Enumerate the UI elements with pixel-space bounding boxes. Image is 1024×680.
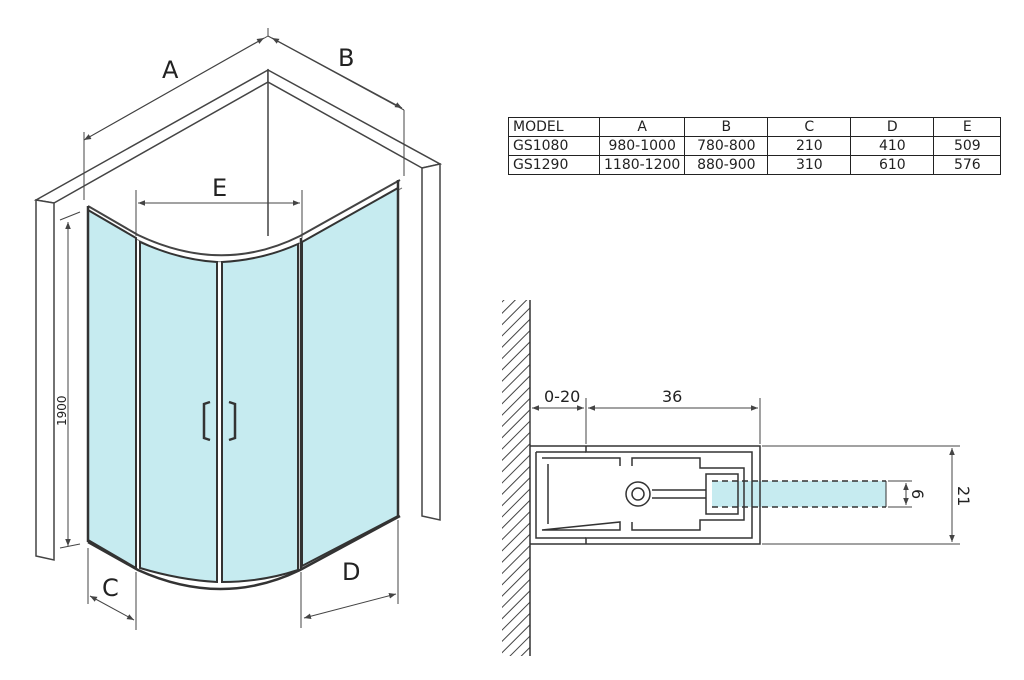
table-cell: 210 (767, 136, 852, 156)
dim-width-label: 36 (662, 387, 682, 406)
dim-label-e: E (212, 174, 227, 202)
door-panel-left (139, 240, 218, 584)
spec-table: MODEL A B C D E GS1080 980-1000 780-800 … (508, 117, 1002, 175)
table-cell: 310 (767, 155, 852, 175)
top-rail (87, 179, 401, 257)
handle-right (228, 400, 237, 442)
dim-height-label: 21 (954, 486, 973, 506)
door-panel-right (221, 242, 299, 584)
table-row: GS1080 980-1000 780-800 210 410 509 (508, 136, 1002, 156)
col-header: E (933, 117, 1002, 137)
table-cell: 576 (933, 155, 1002, 175)
dim-label-c: C (102, 574, 119, 602)
dim-gap-label: 0-20 (544, 387, 580, 406)
bottom-rail (87, 514, 401, 591)
col-header: MODEL (508, 117, 600, 137)
wall-hatch (502, 300, 530, 656)
table-row: GS1290 1180-1200 880-900 310 610 576 (508, 155, 1002, 175)
dim-label-d: D (342, 558, 360, 586)
table-cell: GS1080 (508, 136, 600, 156)
dim-label-height: 1900 (55, 395, 69, 426)
table-cell: 509 (933, 136, 1002, 156)
table-cell: 610 (850, 155, 935, 175)
col-header: D (850, 117, 935, 137)
door-handles (202, 400, 237, 442)
shower-enclosure: A B E C D 1900 (33, 28, 443, 630)
table-cell: GS1290 (508, 155, 600, 175)
dim-label-a: A (162, 56, 179, 84)
fixed-panel-right (301, 186, 399, 568)
table-cell: 980-1000 (598, 136, 686, 156)
dim-glass-label: 6 (908, 489, 927, 499)
col-header: B (684, 117, 769, 137)
glass-panels (87, 186, 399, 584)
col-header: A (598, 117, 686, 137)
handle-left (202, 400, 211, 442)
aluminum-profile (530, 445, 761, 545)
table-cell: 780-800 (684, 136, 769, 156)
glass-pane (712, 481, 886, 507)
fixed-panel-left (87, 208, 137, 570)
table-cell: 880-900 (684, 155, 769, 175)
profile-detail: 0-20 36 6 21 (502, 300, 973, 656)
table-header-row: MODEL A B C D E (508, 117, 1002, 137)
col-header: C (767, 117, 852, 137)
table-cell: 1180-1200 (598, 155, 686, 175)
table-cell: 410 (850, 136, 935, 156)
dim-label-b: B (338, 44, 354, 72)
